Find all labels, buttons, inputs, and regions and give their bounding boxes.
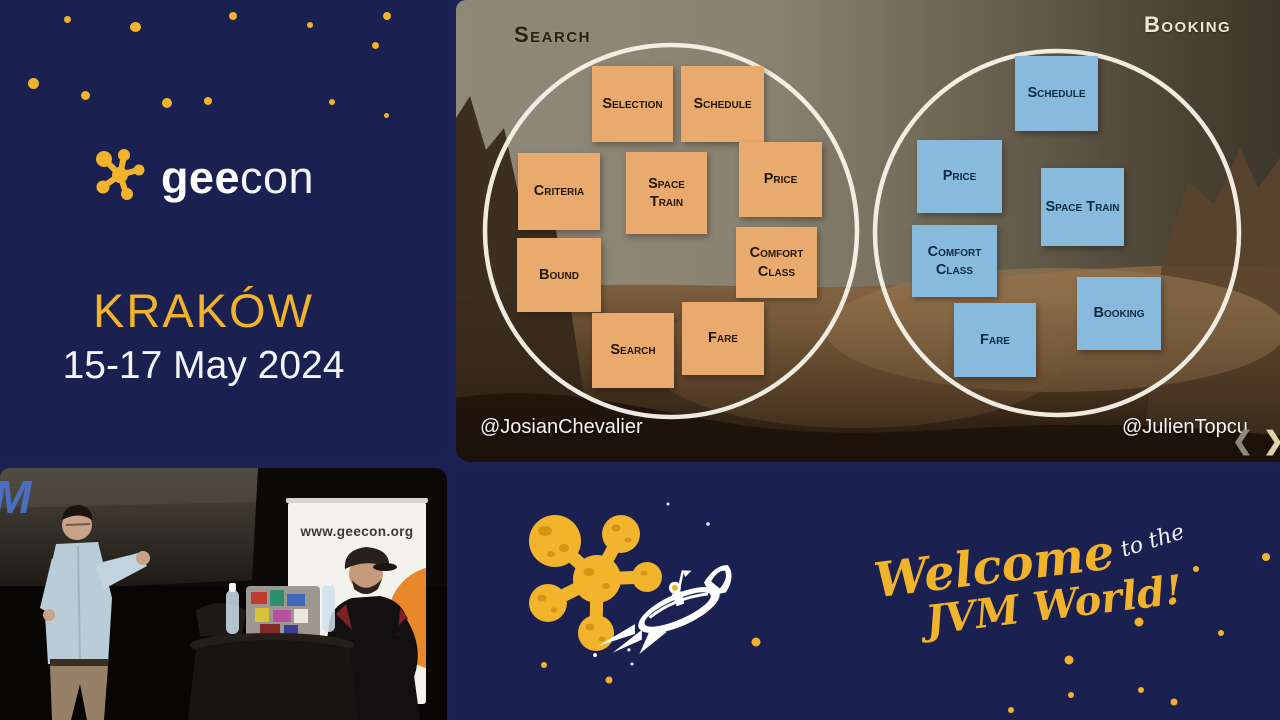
search-context-label: Search — [514, 22, 592, 47]
presenter-left — [40, 505, 150, 720]
stage-scene — [0, 468, 447, 720]
sticky-note: Search — [592, 313, 674, 388]
asteroid-rocket-illustration — [529, 502, 1270, 713]
slide-panel: Search Booking Selection Schedule Criter… — [456, 0, 1280, 462]
sticky-note: Comfort Class — [736, 227, 817, 298]
intro-panel: geecon KRAKÓW 15-17 May 2024 — [0, 0, 447, 462]
context-circles — [482, 42, 1242, 420]
brand-wordmark: geecon — [161, 152, 314, 204]
event-dates: 15-17 May 2024 — [62, 344, 345, 387]
sticky-note: Schedule — [681, 66, 764, 142]
sticky-note: Bound — [517, 238, 601, 312]
sticky-note: Criteria — [518, 153, 600, 230]
sticky-note: Schedule — [1015, 56, 1098, 131]
banner-url: www.geecon.org — [300, 524, 414, 539]
welcome-panel: Welcometo the JVM World! — [456, 468, 1280, 720]
sticky-note: Fare — [682, 302, 764, 375]
projection-text-fragment: M — [0, 470, 31, 524]
brand-light: con — [239, 151, 315, 203]
sticky-note: Comfort Class — [912, 225, 997, 297]
welcome-small-words: to the — [1117, 519, 1188, 563]
next-slide-button[interactable]: ❯ — [1263, 426, 1280, 456]
attribution-right: @JulienTopcu — [1122, 416, 1248, 438]
brand-bold: gee — [160, 151, 240, 203]
prev-slide-button[interactable]: ❮ — [1232, 427, 1253, 455]
sticky-note: Space Train — [1041, 168, 1124, 246]
sticky-note: Price — [739, 142, 822, 217]
sticky-note: Price — [917, 140, 1002, 213]
astronaut-icon — [668, 570, 692, 607]
star-dots — [541, 553, 1270, 713]
sticky-note: Fare — [954, 303, 1036, 377]
attribution-left: @JosianChevalier — [480, 416, 643, 438]
stage-video[interactable]: M www.geecon.org — [0, 468, 447, 720]
rocket-icon — [593, 565, 732, 658]
sticky-note: Space Train — [626, 152, 707, 234]
sticky-note: Booking — [1077, 277, 1161, 350]
geecon-logo-icon — [93, 148, 147, 207]
booking-context-label: Booking — [1144, 12, 1232, 37]
speaker-table — [188, 577, 358, 720]
city-title: KRAKÓW — [93, 284, 314, 337]
sticky-note: Selection — [592, 66, 673, 142]
